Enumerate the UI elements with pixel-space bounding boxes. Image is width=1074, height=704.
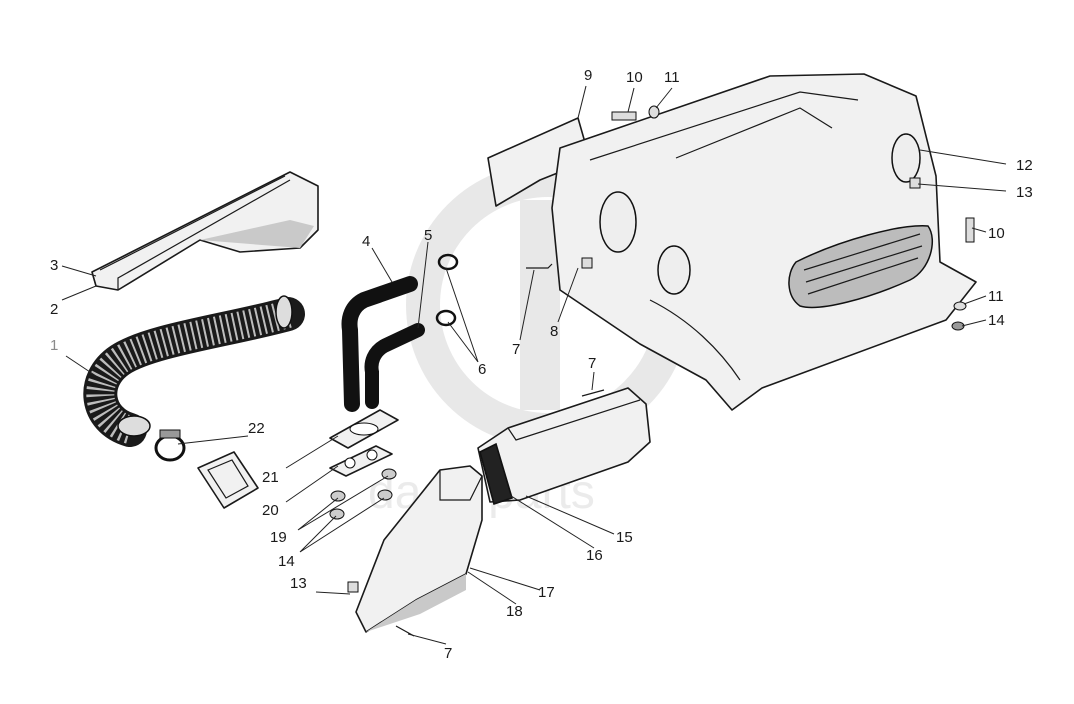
callout-8: 8	[550, 323, 558, 340]
callout-12: 12	[1016, 157, 1033, 174]
callout-7: 7	[512, 341, 520, 358]
callout-6: 6	[478, 361, 486, 378]
callout-7: 7	[444, 645, 452, 662]
central-duct-part	[477, 387, 651, 506]
callout-16: 16	[586, 547, 603, 564]
channel-bracket-part	[91, 171, 319, 291]
leader-lines	[61, 85, 1007, 645]
callout-5: 5	[424, 227, 432, 244]
callout-14: 14	[988, 312, 1005, 329]
callout-13: 13	[290, 575, 307, 592]
callout-22: 22	[248, 420, 265, 437]
callout-labels: 9 10 11 12 13 10 11 14 3 2 1 4 5 6 7 8 7…	[50, 67, 1033, 662]
outlet-duct-part	[355, 465, 483, 633]
callout-7: 7	[588, 355, 596, 372]
hose-clamp-part	[154, 429, 186, 462]
callout-1: 1	[50, 337, 58, 354]
callout-17: 17	[538, 584, 555, 601]
callout-11: 11	[664, 69, 680, 86]
callout-21: 21	[262, 469, 279, 486]
hoses-part	[341, 276, 425, 412]
flexible-hose-part	[83, 295, 305, 447]
callout-20: 20	[262, 502, 279, 519]
callout-11: 11	[988, 288, 1004, 305]
callout-9: 9	[584, 67, 592, 84]
gaskets-part	[329, 409, 399, 477]
callout-10: 10	[988, 225, 1005, 242]
callout-3: 3	[50, 257, 58, 274]
grommet-part	[197, 451, 259, 509]
callout-14: 14	[278, 553, 295, 570]
callout-13: 13	[1016, 184, 1033, 201]
callout-18: 18	[506, 603, 523, 620]
washers-part	[329, 468, 397, 520]
callout-10: 10	[626, 69, 643, 86]
callout-2: 2	[50, 301, 58, 318]
hose-clamps-part	[435, 253, 459, 327]
heater-housing-part	[487, 73, 977, 411]
callout-4: 4	[362, 233, 370, 250]
callout-19: 19	[270, 529, 287, 546]
callout-15: 15	[616, 529, 633, 546]
